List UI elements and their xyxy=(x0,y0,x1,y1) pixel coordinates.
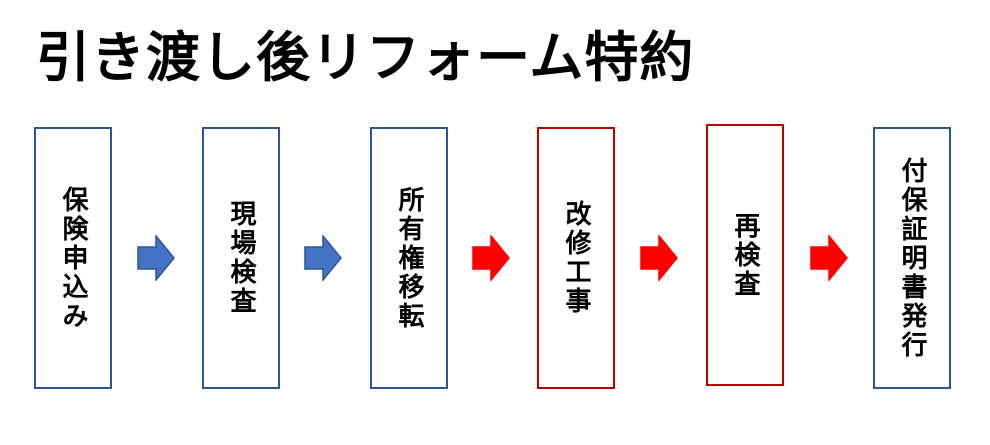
arrow-icon xyxy=(810,235,848,281)
step-box-application: 保険申込み xyxy=(34,127,112,389)
step-box-ownership-transfer: 所有権移転 xyxy=(370,127,448,389)
step-box-certificate-issuance: 付保証明書発行 xyxy=(873,127,951,389)
step-label: 改修工事 xyxy=(561,200,591,316)
page-title: 引き渡し後リフォーム特約 xyxy=(36,26,695,89)
arrow-icon xyxy=(640,235,678,281)
step-box-renovation-work: 改修工事 xyxy=(537,127,615,389)
step-box-reinspection: 再検査 xyxy=(706,124,784,386)
step-label: 保険申込み xyxy=(58,185,88,331)
step-label: 付保証明書発行 xyxy=(897,156,927,360)
step-label: 再検査 xyxy=(730,211,760,299)
arrow-icon xyxy=(137,235,175,281)
step-label: 現場検査 xyxy=(226,200,256,316)
arrow-icon xyxy=(304,235,342,281)
step-label: 所有権移転 xyxy=(394,185,424,331)
step-box-site-inspection: 現場検査 xyxy=(202,127,280,389)
arrow-icon xyxy=(472,235,510,281)
